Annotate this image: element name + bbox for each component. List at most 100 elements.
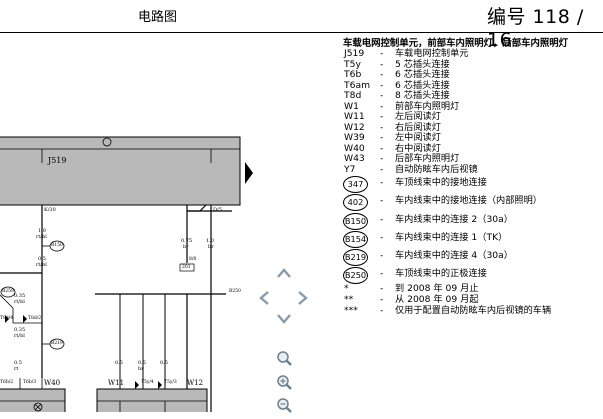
pan-left-icon[interactable] [258, 290, 270, 306]
legend-code: J519 [344, 48, 365, 60]
legend-text: 到 2008 年 09 月止 [395, 283, 479, 295]
legend-dash: - [380, 121, 384, 133]
legend-item: W11-左后阅读灯 [343, 111, 601, 123]
wire-size-label: 0.35 [14, 327, 26, 333]
pan-down-icon[interactable] [276, 313, 292, 325]
wire-color-label: rt/bl [14, 333, 25, 339]
legend-text: 车内线束中的连接 2（30a） [395, 213, 513, 225]
legend-dash: - [380, 90, 384, 102]
legend-text: 右后阅读灯 [395, 121, 441, 133]
legend-dash: - [380, 163, 384, 175]
legend-dash: - [380, 294, 384, 306]
zoom-icon[interactable] [276, 350, 294, 368]
wire-size-label: 0.5 [38, 256, 46, 262]
legend-text: 车顶线束中的接地连接 [395, 177, 487, 189]
connection-b259-label: B259 [2, 289, 14, 294]
legend-dash: - [380, 213, 384, 225]
legend-dash: - [380, 79, 384, 91]
legend-text: 左后阅读灯 [395, 111, 441, 123]
legend-dash: - [380, 58, 384, 70]
pin-label: D/5 [213, 207, 222, 213]
legend-dash: - [380, 268, 384, 280]
legend-dash: - [380, 142, 384, 154]
legend-item: W40-右中阅读灯 [343, 142, 601, 155]
wire-size-label: 1.0 [206, 238, 214, 244]
legend-text: 6 芯插头连接 [395, 79, 450, 91]
legend-connection: 347-车顶线束中的接地连接 [343, 175, 601, 194]
legend-dash: - [380, 48, 384, 60]
pan-up-icon[interactable] [276, 267, 292, 279]
legend-dash: - [380, 283, 384, 295]
legend-dash: - [380, 69, 384, 81]
legend-code: W12 [344, 121, 365, 133]
legend-code: * [344, 283, 349, 295]
wire-color-label: rt/bl [36, 234, 47, 240]
legend-dash: - [380, 305, 384, 317]
pin-label: 8/8 [189, 257, 197, 262]
connector-t6b3-label: T6b/3 [23, 380, 37, 385]
legend-dash: - [380, 231, 384, 243]
wire-size-label: 0.5 [115, 360, 123, 366]
legend-code: W43 [344, 153, 365, 165]
legend-text: 6 芯插头连接 [395, 69, 450, 81]
wiring-diagram[interactable]: J519 ⊛ K/30 1.0 rt/bl B150 0.5 rt/bl B25… [0, 33, 245, 412]
header-divider [0, 32, 603, 33]
page-number: 编号 118 / 16 [487, 6, 584, 51]
legend-dash: - [380, 177, 384, 189]
zoom-out-icon[interactable] [276, 397, 294, 415]
wire-color-label: br [208, 244, 214, 250]
connector-t5y4-label: T5y/4 [141, 380, 154, 385]
pan-right-icon[interactable] [297, 290, 309, 306]
wire-size-label: 0.35 [14, 293, 26, 299]
connector-t6b2-label: T6b/2 [0, 380, 14, 385]
wire-size-label: 0.5 [160, 360, 168, 366]
legend-text: 左中阅读灯 [395, 132, 441, 144]
legend-connection: 402-车内线束中的接地连接（内部照明） [343, 193, 601, 212]
zoom-in-icon[interactable] [276, 374, 294, 392]
connector-t8d2-label: T8d/2 [28, 316, 42, 321]
wire-size-label: 0.5 [14, 360, 22, 366]
legend-item: W39-左中阅读灯 [343, 132, 601, 144]
legend-code: T6b [344, 69, 362, 81]
legend-item: T5y -5 芯插头连接 [343, 58, 601, 71]
legend-text: 后部车内照明灯 [395, 153, 460, 165]
connection-b150-label: B150 [51, 243, 63, 248]
legend-item: W1-前部车内照明灯 [343, 100, 601, 113]
legend-item: T6b -6 芯插头连接 [343, 69, 601, 81]
legend-dash: - [380, 132, 384, 144]
legend-connection: B154-车内线束中的连接 1（TK） [343, 230, 601, 248]
legend-panel: 车载电网控制单元，前部车内照明灯，后部车内照明灯 J519-车载电网控制单元 T… [343, 38, 601, 317]
lamp-w12-label: W12 [187, 379, 204, 387]
legend-connection: B150-车内线束中的连接 2（30a） [343, 212, 601, 230]
legend-note: * -到 2008 年 09 月止 [343, 284, 601, 295]
legend-code: T5y [344, 58, 361, 70]
legend-text: 车载电网控制单元 [395, 48, 469, 60]
page-next-icon[interactable] [245, 162, 253, 184]
legend-dash: - [380, 250, 384, 262]
connection-circle: B154 [343, 230, 368, 248]
legend-text: 自动防眩车内后视镜 [395, 163, 478, 175]
legend-connection: B219-车内线束中的连接 4（30a） [343, 248, 601, 267]
legend-dash: - [380, 195, 384, 207]
pin-k30-label: K/30 [44, 207, 56, 213]
wire-size-label: 0.75 [181, 238, 193, 244]
legend-code: T6am [344, 79, 371, 91]
legend-text: 5 芯插头连接 [395, 58, 450, 70]
lamp-w40-label: W40 [44, 379, 61, 387]
legend-note: ***-仅用于配置自动防眩车内后视镜的车辆 [343, 306, 601, 317]
connection-circle: B250 [343, 267, 368, 285]
page-title: 电路图 [138, 10, 178, 25]
wire-size-label: 0.5 [138, 360, 146, 366]
legend-connection: B250-车顶线束中的正极连接 [343, 266, 601, 285]
legend-title: 车载电网控制单元，前部车内照明灯，后部车内照明灯 [343, 38, 569, 49]
legend-code: W1 [344, 100, 359, 112]
legend-text: 从 2008 年 09 月起 [395, 294, 479, 306]
connection-circle: 402 [343, 194, 368, 212]
wire-color-label: br [183, 244, 189, 250]
legend-text: 车内线束中的连接 4（30a） [395, 250, 513, 262]
connection-b250-label: B250 [229, 289, 241, 294]
legend-code: Y7 [344, 163, 356, 175]
legend-text: 车顶线束中的正极连接 [395, 268, 487, 280]
control-unit-label: J519 [48, 156, 67, 165]
legend-item: T8d-8 芯插头连接 [343, 90, 601, 102]
